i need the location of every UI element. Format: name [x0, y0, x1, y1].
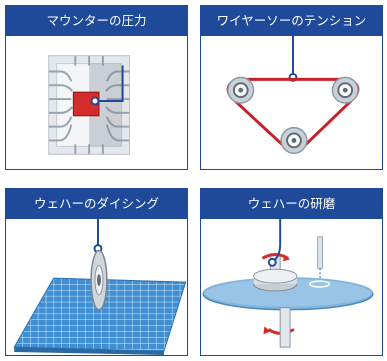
dicing-blade [90, 249, 108, 311]
right-leads [105, 70, 130, 142]
wire-saw-tension-diagram [201, 36, 382, 169]
left-leads [48, 70, 74, 142]
wafer-dicing-diagram [6, 219, 187, 355]
wafer-polishing-diagram [201, 219, 382, 355]
panel-title: ウェハーのダイシング [6, 189, 187, 219]
panel-title: ワイヤーソーのテンション [201, 6, 382, 36]
slurry-nozzle [317, 236, 324, 283]
pulley-bottom [280, 126, 308, 154]
pulley-left [227, 76, 255, 104]
panel-wire-saw-tension: ワイヤーソーのテンション [200, 5, 383, 170]
panel-title: マウンターの圧力 [6, 6, 187, 36]
panel-wafer-dicing: ウェハーのダイシング [5, 188, 188, 356]
callout-marker [267, 257, 277, 267]
panel-mounter-pressure: マウンターの圧力 [5, 5, 188, 170]
callout-marker [90, 96, 100, 106]
panel-title: ウェハーの研磨 [201, 189, 382, 219]
panel-wafer-polishing: ウェハーの研磨 [200, 188, 383, 356]
pulley-right [331, 76, 359, 104]
chip-mounter-pressure-diagram [6, 36, 187, 169]
